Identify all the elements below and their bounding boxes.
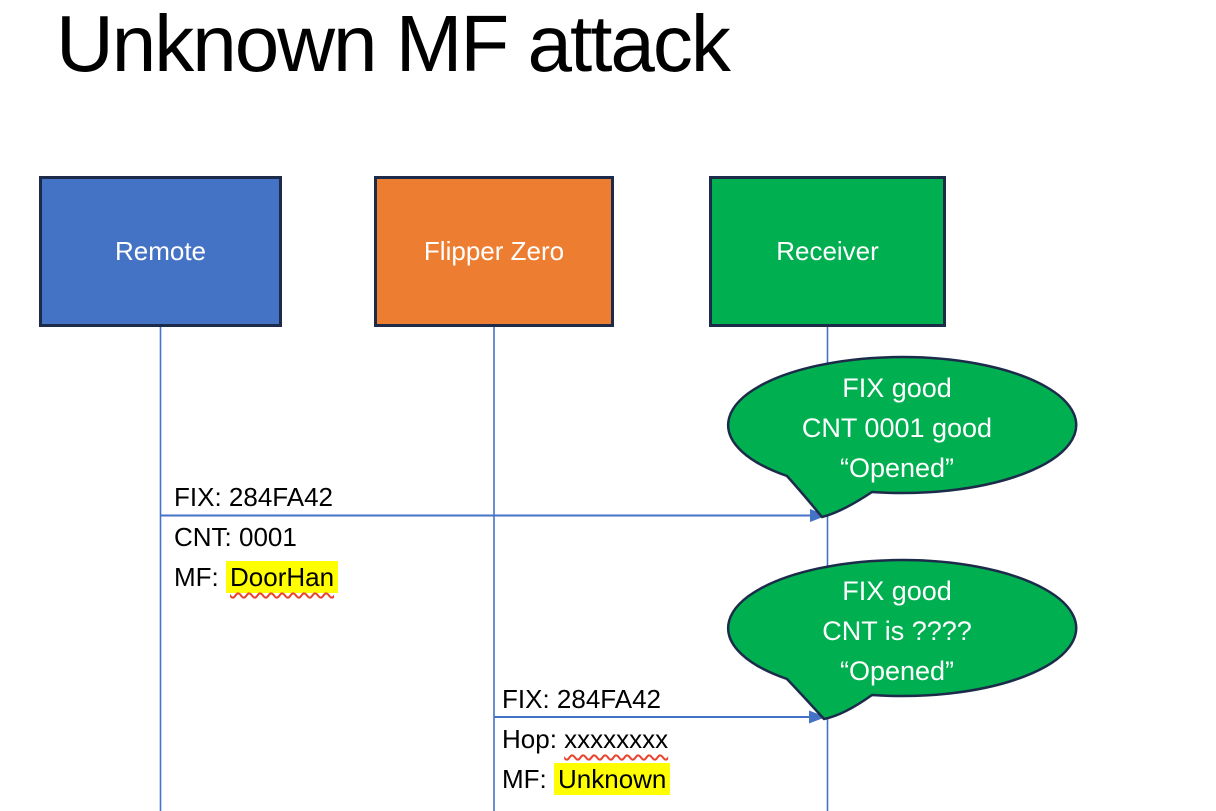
- actor-box-remote: Remote: [39, 176, 282, 327]
- message-2-labels: FIX: 284FA42 Hop: xxxxxxxx MF: Unknown: [502, 679, 671, 799]
- callout-2-line-2: CNT is ????: [822, 616, 972, 646]
- message-1-line-cnt: CNT: 0001: [174, 522, 297, 552]
- message-2-line-mf: MF: Unknown: [502, 759, 671, 799]
- message-1-mf-value-highlighted: DoorHan: [226, 561, 339, 593]
- actor-label-receiver: Receiver: [776, 236, 879, 266]
- message-2-mf-prefix: MF:: [502, 764, 554, 794]
- actor-label-remote: Remote: [114, 236, 207, 266]
- arrowhead-icon: [809, 710, 826, 724]
- callout-1-line-3: “Opened”: [839, 453, 955, 483]
- message-2-line-fix: FIX: 284FA42: [502, 684, 661, 714]
- slide-title: Unknown MF attack: [56, 0, 731, 88]
- message-1-line-fix: FIX: 284FA42: [174, 482, 333, 512]
- message-2-mf-value-highlighted: Unknown: [554, 763, 671, 795]
- callout-1-line-2: CNT 0001 good: [801, 413, 993, 443]
- actor-label-flipper-zero: Flipper Zero: [423, 236, 565, 266]
- message-2-line-hop: Hop: xxxxxxxx: [502, 719, 670, 759]
- message-1-line-mf: MF: DoorHan: [174, 557, 339, 597]
- callout-bubble-1: [726, 355, 1078, 519]
- arrowhead-icon: [810, 509, 827, 522]
- callout-2-text: FIX good CNT is ???? “Opened”: [735, 571, 1059, 691]
- message-1-labels: FIX: 284FA42 CNT: 0001 MF: DoorHan: [174, 477, 339, 597]
- callout-1-line-1: FIX good: [842, 373, 952, 403]
- callout-bubble-2: [726, 558, 1078, 721]
- callout-2-line-3: “Opened”: [839, 656, 955, 686]
- actor-box-receiver: Receiver: [709, 176, 946, 327]
- callout-2-line-1: FIX good: [842, 576, 952, 606]
- callout-1-text: FIX good CNT 0001 good “Opened”: [735, 368, 1059, 488]
- message-1-mf-prefix: MF:: [174, 562, 226, 592]
- message-2-hop-prefix: Hop:: [502, 724, 565, 754]
- actor-box-flipper-zero: Flipper Zero: [374, 176, 614, 327]
- message-2-hop-value: xxxxxxxx: [564, 724, 669, 754]
